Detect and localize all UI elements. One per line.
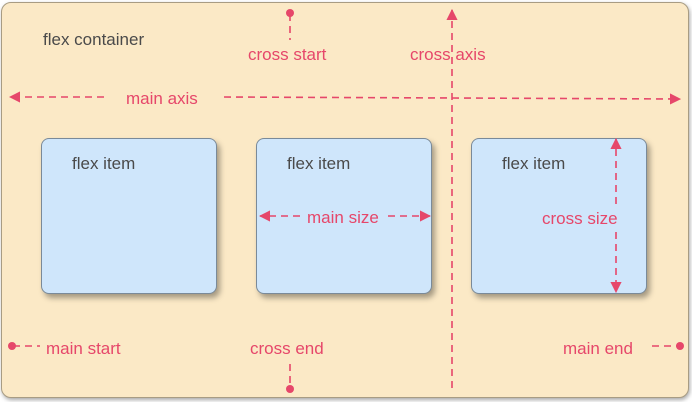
flex-item-3: flex item xyxy=(471,138,647,294)
cross-end-label: cross end xyxy=(250,339,324,358)
flex-item-1: flex item xyxy=(41,138,217,294)
cross-axis-label: cross axis xyxy=(410,45,486,64)
main-axis-label: main axis xyxy=(126,89,198,108)
main-start-dot xyxy=(8,342,16,350)
main-start-label: main start xyxy=(46,339,121,358)
cross-start-label: cross start xyxy=(248,45,327,64)
cross-end-dot xyxy=(286,385,294,393)
cross-size-label: cross size xyxy=(542,209,618,228)
main-end-label: main end xyxy=(563,339,633,358)
main-end-dot xyxy=(676,342,684,350)
flex-item-label: flex item xyxy=(72,154,136,173)
cross-start-dot xyxy=(286,9,294,17)
flex-item-label: flex item xyxy=(502,154,566,173)
main-size-label: main size xyxy=(307,208,379,227)
flex-container-label: flex container xyxy=(43,30,145,49)
flex-item-label: flex item xyxy=(287,154,351,173)
